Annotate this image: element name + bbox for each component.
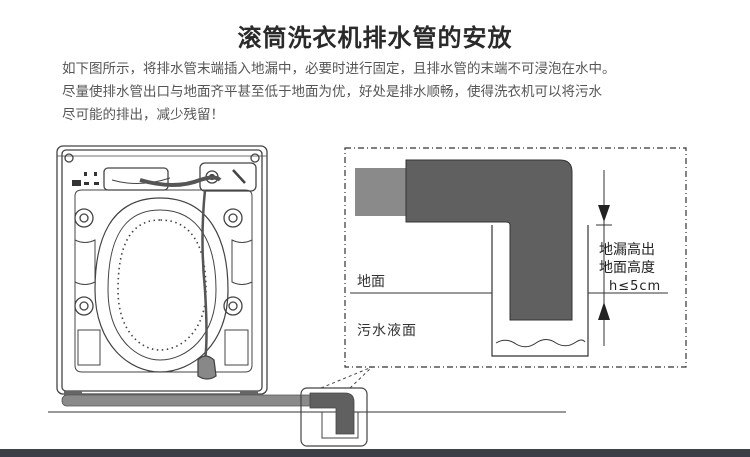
description-line-1: 如下图所示，将排水管末端插入地漏中，必要时进行固定，且排水管的末端不可浸泡在水中…	[62, 61, 616, 77]
footer-bar	[0, 449, 750, 457]
drain-hose	[61, 392, 355, 435]
page-title: 滚筒洗衣机排水管的安放	[237, 24, 513, 52]
description-line-2: 尽量使排水管出口与地面齐平甚至低于地面为优，好处是排水顺畅，使得洗衣机可以将污水	[62, 84, 602, 100]
description: 如下图所示，将排水管末端插入地漏中，必要时进行固定，且排水管的末端不可浸泡在水中…	[62, 58, 722, 127]
drain-detail-box: 地面 污水液面 地漏高出 地面高度 h≤5cm	[344, 147, 687, 368]
water-level-label: 污水液面	[357, 323, 417, 339]
height-label-line-1: 地漏高出	[599, 241, 655, 258]
floor-drain-small	[300, 387, 368, 447]
description-line-3: 尽可能的排出，减少残留！	[62, 107, 224, 123]
washing-machine-back	[56, 145, 268, 396]
floor-label: 地面	[357, 274, 385, 290]
height-label-line-3: h≤5cm	[609, 279, 661, 294]
height-label-line-2: 地面高度	[599, 259, 655, 276]
